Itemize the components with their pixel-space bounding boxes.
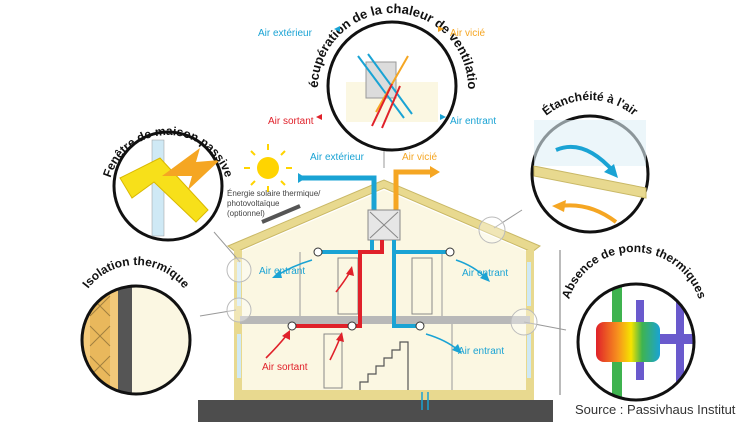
thermal-bridge-section	[596, 286, 694, 400]
vent-outlet	[415, 321, 425, 331]
window	[527, 262, 531, 306]
solar-note-line-1: Énergie solaire thermique/	[227, 189, 321, 198]
detail-markers	[226, 216, 538, 336]
door-icon	[323, 333, 343, 389]
arrow	[336, 332, 344, 342]
window	[527, 334, 531, 378]
staircase-icon	[359, 341, 409, 390]
window-frame	[119, 157, 209, 223]
vent-outlet	[445, 247, 455, 257]
arrow	[316, 114, 322, 120]
arrow	[604, 164, 618, 178]
arrow	[430, 166, 440, 178]
label-exhaust-air: Air vicié	[402, 152, 437, 163]
heat-arrow	[162, 148, 220, 190]
outdoor-air-duct	[302, 175, 377, 214]
window	[237, 334, 241, 378]
arrow	[334, 26, 340, 32]
heat-exchanger-icon	[365, 61, 397, 99]
callout-insulation: Isolation thermique	[79, 254, 193, 396]
callout-ring	[576, 282, 696, 402]
arrow	[282, 330, 290, 340]
label-supply-air: Air entrant	[259, 266, 305, 277]
exhaust-air-duct	[393, 169, 432, 214]
callout-window: Fenêtre de maison passive	[100, 124, 236, 242]
solar-note-line-3: (optionnel)	[227, 209, 265, 218]
arrow	[440, 114, 446, 120]
house	[227, 179, 561, 410]
label-supply-air: Air entrant	[458, 346, 504, 357]
callout-title: Étanchéité à l'air	[539, 89, 641, 119]
vent-outlet	[287, 321, 297, 331]
callout-heat-recovery: Récupération de la chaleur de ventilatio…	[0, 0, 496, 152]
vent-outlet	[347, 321, 357, 331]
arrow	[480, 272, 490, 282]
door-icon	[411, 257, 433, 315]
extract-duct	[292, 240, 384, 328]
hr-label-extract-air: Air sortant	[268, 116, 314, 127]
callout-ring	[80, 284, 192, 396]
label-extract-air: Air sortant	[262, 362, 308, 373]
arrow	[438, 26, 444, 32]
outside-airflow	[555, 144, 616, 174]
solar-panel	[261, 204, 301, 224]
window	[237, 262, 241, 306]
callout-thermal-bridges: Absence de ponts thermiques	[559, 241, 709, 402]
house-interior	[240, 190, 528, 395]
vent-outlet	[313, 247, 323, 257]
label-outdoor-air: Air extérieur	[310, 152, 365, 163]
wall-layer	[533, 165, 647, 199]
outside-zone	[534, 120, 646, 166]
sun-icon	[244, 144, 292, 192]
floor-slab	[234, 390, 534, 400]
ventilation-ducts	[265, 166, 490, 361]
arrow	[452, 344, 462, 354]
hr-label-supply-air: Air entrant	[450, 116, 496, 127]
arrow	[298, 173, 306, 183]
label-supply-air: Air entrant	[462, 268, 508, 279]
callout-airtightness: Étanchéité à l'air	[530, 89, 650, 234]
solar-note-line-2: photovoltaïque	[227, 199, 280, 208]
callout-leaders	[199, 150, 567, 331]
hr-label-outdoor-air: Air extérieur	[258, 28, 313, 39]
left-wall	[234, 250, 242, 398]
hr-label-exhaust-air: Air vicié	[450, 28, 485, 39]
ground	[198, 400, 553, 422]
source-credit: Source : Passivhaus Institut	[575, 402, 736, 417]
exchanger-core	[369, 211, 399, 239]
intermediate-floor	[240, 316, 530, 324]
extract-airflow-arrow	[265, 335, 287, 359]
arrow	[552, 200, 566, 212]
arrow	[272, 270, 282, 278]
supply-duct-lower	[392, 252, 420, 328]
arrow	[346, 266, 354, 276]
